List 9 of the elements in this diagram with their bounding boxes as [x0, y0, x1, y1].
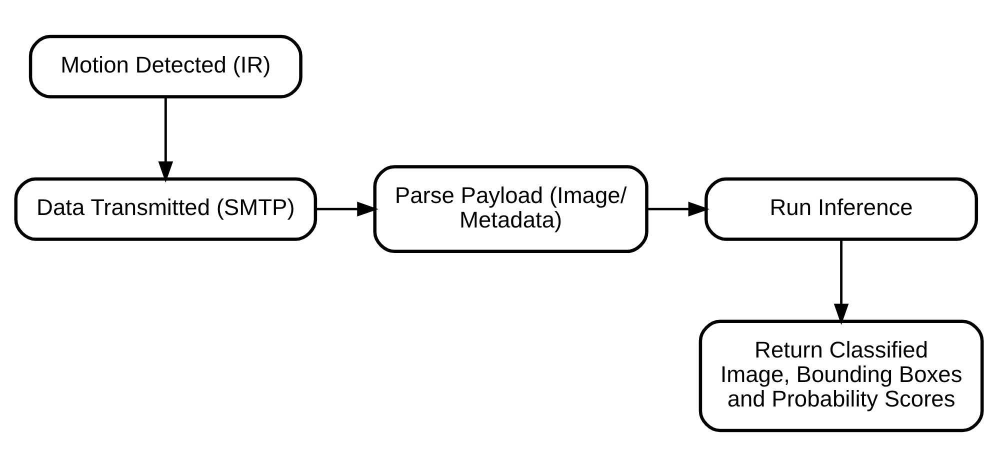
node-box: Data Transmitted (SMTP)	[14, 177, 317, 241]
arrow	[833, 240, 848, 325]
node-box: Return Classified Image, Bounding Boxes and Probability Scores	[698, 320, 984, 432]
arrow	[158, 96, 173, 183]
node-box: Run Inference	[704, 177, 978, 241]
arrow	[315, 202, 378, 216]
node-box: Motion Detected (IR)	[28, 34, 302, 98]
arrow	[646, 202, 709, 216]
node-box: Parse Payload (Image/ Metadata)	[372, 165, 648, 254]
